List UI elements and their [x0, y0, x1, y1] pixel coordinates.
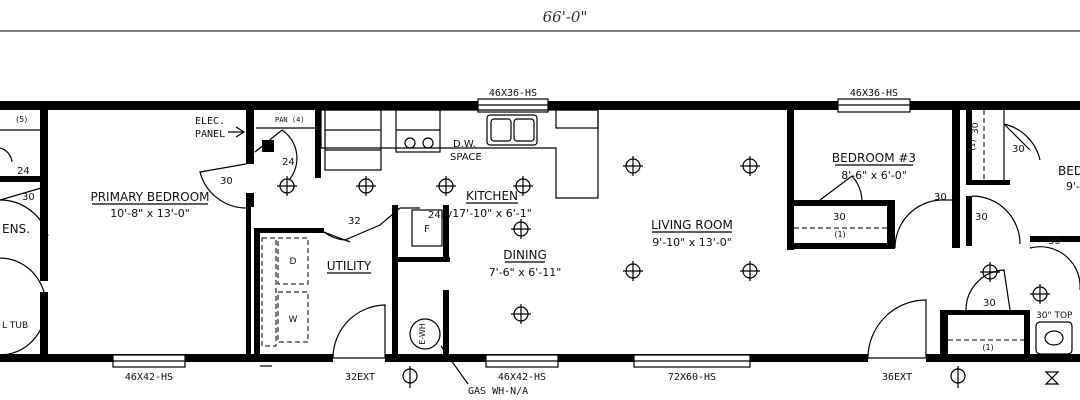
door-right1-label: 30 — [1012, 144, 1025, 155]
range — [324, 109, 382, 171]
elec-panel: ELEC. PANEL PAN (4) — [195, 116, 315, 140]
dryer — [277, 237, 309, 285]
room-bed-cut-size: 9'- — [1066, 180, 1080, 193]
room-bed3-size: 8'-6" x 6'-0" — [841, 169, 907, 182]
room-bed3-name: BEDROOM #3 — [832, 151, 916, 165]
door-bed3-closet-label: 30 — [833, 212, 846, 223]
exterior-walls — [0, 101, 1080, 362]
door-bed3-label: 30 — [934, 192, 947, 203]
room-primary-name: PRIMARY BEDROOM — [90, 190, 209, 204]
water-heater — [409, 318, 441, 350]
light-icon — [1030, 284, 1050, 304]
light-fixtures — [277, 156, 1050, 324]
cooktop — [395, 109, 441, 153]
overall-dimension: 66'-0" — [0, 8, 1080, 32]
light-icon — [740, 261, 760, 281]
room-dining-name: DINING — [503, 248, 547, 262]
door-bath-label: 30 — [971, 122, 981, 134]
window-top-kitchen-label: 46X36-HS — [489, 88, 537, 99]
door-primary-label: 30 — [220, 176, 233, 187]
interior-walls — [0, 108, 1080, 358]
gas-wh-label: GAS WH-N/A — [468, 386, 528, 397]
door-pan-label: 24 — [282, 157, 295, 168]
water-heater-label: E-WH — [418, 323, 427, 345]
exterior-doors: 32EXT 36EXT — [332, 299, 927, 383]
door-left24-label: 24 — [17, 166, 30, 177]
window-top-bedroom-label: 46X36-HS — [850, 88, 898, 99]
room-bed-cut-name: BED — [1058, 164, 1080, 178]
room-dining-size: 7'-6" x 6'-11" — [489, 266, 562, 279]
door-right3-label: 30 — [1048, 236, 1061, 247]
light-icon — [511, 304, 531, 324]
bath-fixtures: L TUB 30" TOP — [0, 257, 1073, 356]
light-icon — [623, 156, 643, 176]
light-icon — [511, 219, 531, 239]
dw-label-2: SPACE — [450, 152, 482, 163]
light-icon — [436, 176, 456, 196]
light-icon — [277, 176, 297, 196]
room-primary-size: 10'-8" x 13'-0" — [110, 207, 190, 220]
light-icon — [740, 156, 760, 176]
window-bottom-primary-label: 46X42-HS — [125, 372, 173, 383]
shelf-bed3-label: (1) — [834, 230, 845, 239]
valve-icon — [1044, 371, 1060, 385]
fridge — [411, 209, 443, 247]
dw-label-1: D.W. — [453, 139, 476, 150]
door-utility-label: 32 — [348, 216, 361, 227]
lv24-label: 24LV — [428, 210, 452, 221]
elec-panel-label-2: PANEL — [195, 129, 225, 140]
door-right2-label: 30 — [983, 298, 996, 309]
sink — [486, 114, 538, 146]
kitchen-counters: D.W. SPACE — [320, 109, 599, 199]
shelves: (1) (1) (1) — [794, 110, 1024, 352]
interior-doors: 30 24 32 24LV 30 24 (5) 30 30 30 30 30 3… — [0, 108, 1080, 311]
light-icon — [356, 176, 376, 196]
tub-label: L TUB — [2, 321, 28, 331]
door-hall-label: 30 — [975, 212, 988, 223]
window-bottom-living-label: 72X60-HS — [668, 372, 716, 383]
room-ens-cut-name: ENS. — [2, 222, 30, 236]
fridge-label: F — [424, 224, 430, 235]
room-labels: PRIMARY BEDROOM 10'-8" x 13'-0" KITCHEN … — [2, 151, 1080, 279]
room-living-size: 9'-10" x 13'-0" — [652, 236, 732, 249]
shelf-right-label: (1) — [968, 139, 977, 150]
light-icon — [513, 176, 533, 196]
hose-bib-icon — [950, 366, 966, 388]
window-bottom-dining-label: 46X42-HS — [498, 372, 546, 383]
overall-dimension-label: 66'-0" — [543, 8, 588, 26]
elec-panel-label-1: ELEC. — [195, 116, 225, 127]
dryer-label: D — [290, 257, 297, 267]
top-left-5-label: (5) — [16, 115, 27, 124]
shelf-hall-label: (1) — [982, 343, 993, 352]
pan-label: PAN (4) — [275, 116, 305, 124]
room-living-name: LIVING ROOM — [651, 218, 733, 232]
room-kitchen-size: 17'-10" x 6'-1" — [452, 207, 532, 220]
bottom-windows: 46X42-HS 46X42-HS 72X60-HS — [112, 354, 751, 383]
room-utility-name: UTILITY — [327, 259, 372, 273]
washer-label: W — [289, 315, 298, 325]
door-left-label: 30 — [22, 192, 35, 203]
exterior-fixtures — [260, 365, 1060, 388]
appliances: F D W E-WH GAS WH-N/A — [261, 209, 528, 397]
light-icon — [980, 262, 1000, 282]
light-icon — [623, 261, 643, 281]
door-ext-utility-label: 32EXT — [345, 372, 375, 383]
top-windows: 46X36-HS 46X36-HS — [477, 88, 911, 113]
door-ext-living-label: 36EXT — [882, 372, 912, 383]
room-kitchen-name: KITCHEN — [466, 189, 518, 203]
hose-bib-icon — [402, 366, 418, 388]
top-30-label: 30" TOP — [1036, 311, 1073, 321]
